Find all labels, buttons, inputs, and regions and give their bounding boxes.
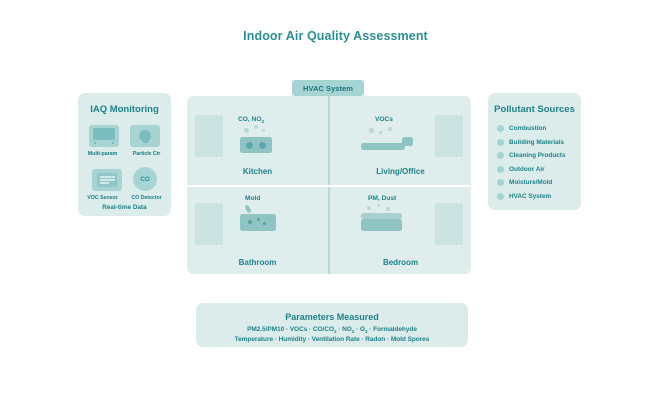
device-label-co-detector: CO Detector: [131, 195, 162, 201]
hvac-system-box[interactable]: HVAC System: [292, 80, 364, 96]
co-detector-badge: CO: [140, 175, 150, 183]
particle-dot: [257, 218, 260, 221]
particle-sensor-stem: [142, 138, 148, 143]
bathroom-tub-icon: [240, 214, 276, 231]
room-kitchen[interactable]: CO, NO2 Kitchen: [187, 96, 328, 185]
device-row-bottom: CO: [78, 167, 171, 191]
bullet-icon: [497, 125, 504, 133]
floorplan-panel: CO, NO2 Kitchen VOCs Living/Office Mold …: [187, 96, 471, 274]
monitor-icon[interactable]: [89, 125, 119, 147]
source-label-cleaning-products: Cleaning Products: [509, 152, 566, 160]
bedroom-wardrobe: [435, 203, 463, 245]
pollutant-sources-title: Pollutant Sources: [494, 104, 575, 115]
room-bedroom[interactable]: PM, Dust Bedroom: [330, 187, 471, 276]
parameters-measured-title: Parameters Measured: [285, 312, 379, 322]
voc-sensor-line-1: [99, 176, 115, 178]
voc-sensor-line-2: [99, 179, 115, 181]
parameters-measured-panel: Parameters Measured PM2.5/PM10 · VOCs · …: [196, 303, 468, 347]
bullet-icon: [497, 179, 504, 187]
room-label-kitchen: Kitchen: [242, 167, 273, 176]
living-pollutant-tag: VOCs: [375, 116, 393, 123]
living-sofa-arm-icon: [402, 137, 413, 146]
room-bathroom[interactable]: Mold Bathroom: [187, 187, 328, 276]
parameters-line-1: PM2.5/PM10 · VOCs · CO/CO2 · NO2 · O3 · …: [247, 326, 417, 334]
device-label-particle-ctr: Particle Ctr: [132, 151, 161, 157]
floorplan-horizontal-divider: [187, 185, 471, 187]
list-item[interactable]: Combustion: [497, 122, 581, 136]
bedroom-pollutant-tag: PM, Dust: [368, 195, 397, 202]
particle-dot: [379, 131, 382, 134]
source-label-building-materials: Building Materials: [509, 138, 565, 146]
bullet-icon: [497, 165, 504, 173]
device-row-top: [78, 125, 171, 147]
source-label-hvac-system: HVAC System: [509, 192, 552, 200]
bullet-icon: [497, 138, 504, 146]
device-labels-bottom: VOC Sensor CO Detector: [78, 195, 171, 201]
particle-dot: [263, 222, 266, 225]
bathroom-pollutant-tag: Mold: [245, 195, 261, 202]
bathroom-vanity: [195, 203, 223, 245]
room-living-office[interactable]: VOCs Living/Office: [330, 96, 471, 185]
kitchen-cabinet: [195, 115, 223, 157]
particle-sensor-bulb: [139, 130, 151, 142]
stove-burner-right: [259, 142, 266, 149]
iaq-monitoring-title: IAQ Monitoring: [90, 104, 159, 115]
particle-dot: [262, 129, 265, 132]
particle-dot: [367, 206, 371, 210]
device-labels-top: Multi-param Particle Ctr: [78, 151, 171, 157]
stove-burner-left: [246, 142, 253, 149]
particle-dot: [377, 204, 380, 207]
room-label-bedroom: Bedroom: [382, 258, 419, 267]
realtime-data-label: Real-time Data: [102, 204, 147, 211]
room-label-bathroom: Bathroom: [238, 258, 277, 267]
device-label-voc-sensor: VOC Sensor: [87, 195, 118, 201]
parameters-line-2: Temperature · Humidity · Ventilation Rat…: [234, 335, 430, 343]
particle-dot: [254, 125, 258, 129]
kitchen-stove-icon: [240, 137, 272, 153]
bullet-icon: [497, 192, 504, 200]
kitchen-pollutant-tag: CO, NO2: [238, 116, 265, 124]
source-label-moisture-mold: Moisture/Mold: [509, 179, 553, 187]
pollutant-sources-panel: Pollutant Sources Combustion Building Ma…: [488, 93, 581, 210]
source-label-combustion: Combustion: [509, 125, 547, 133]
bullet-icon: [497, 152, 504, 160]
particle-dot: [388, 127, 392, 131]
living-sofa-seat-icon: [361, 143, 405, 150]
particle-sensor-icon[interactable]: [130, 125, 160, 147]
bathroom-faucet-icon: [244, 204, 252, 214]
bedroom-pillow-icon: [361, 213, 402, 219]
bedroom-bed-icon: [361, 219, 402, 231]
list-item[interactable]: Moisture/Mold: [497, 176, 581, 190]
list-item[interactable]: HVAC System: [497, 190, 581, 204]
pollutant-sources-list: Combustion Building Materials Cleaning P…: [488, 122, 581, 203]
particle-dot: [248, 220, 252, 224]
voc-sensor-line-3: [99, 182, 109, 184]
living-shelf: [435, 115, 463, 157]
monitor-screen: [93, 128, 115, 140]
voc-sensor-icon[interactable]: [92, 169, 122, 191]
co-detector-icon[interactable]: CO: [133, 167, 157, 191]
page-title: Indoor Air Quality Assessment: [243, 29, 428, 43]
hvac-system-label: HVAC System: [302, 83, 354, 93]
list-item[interactable]: Outdoor Air: [497, 163, 581, 177]
particle-dot: [244, 128, 249, 133]
device-label-multi-param: Multi-param: [87, 151, 118, 157]
particle-dot: [369, 128, 374, 133]
source-label-outdoor-air: Outdoor Air: [509, 165, 545, 173]
list-item[interactable]: Building Materials: [497, 136, 581, 150]
particle-dot: [386, 207, 390, 211]
iaq-monitoring-panel: IAQ Monitoring Multi-param Particle Ctr …: [78, 93, 171, 216]
monitor-led-right: [111, 141, 114, 144]
list-item[interactable]: Cleaning Products: [497, 149, 581, 163]
room-label-living-office: Living/Office: [376, 167, 425, 176]
monitor-led-left: [94, 141, 97, 144]
